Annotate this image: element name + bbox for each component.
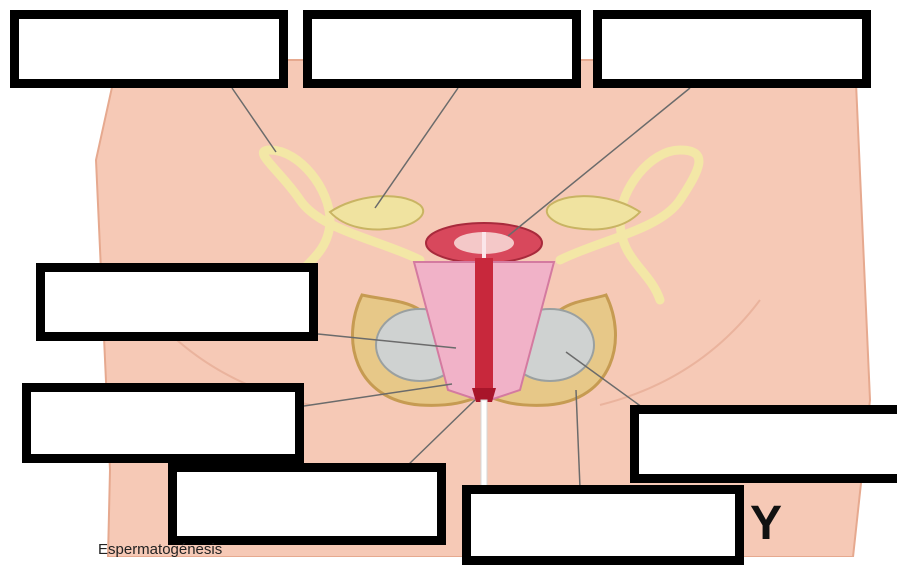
urethra [475,258,493,390]
label-box-2[interactable] [303,10,581,88]
label-box-6[interactable] [630,405,897,483]
label-box-5[interactable] [22,383,304,463]
label-box-1[interactable] [10,10,288,88]
corner-letter: Y [750,500,782,548]
label-box-3[interactable] [593,10,871,88]
caption-text: Espermatogénesis [98,541,222,558]
label-box-8[interactable] [462,485,744,565]
label-box-7[interactable] [168,463,446,545]
label-box-4[interactable] [36,263,318,341]
urethra-stem [481,400,487,490]
